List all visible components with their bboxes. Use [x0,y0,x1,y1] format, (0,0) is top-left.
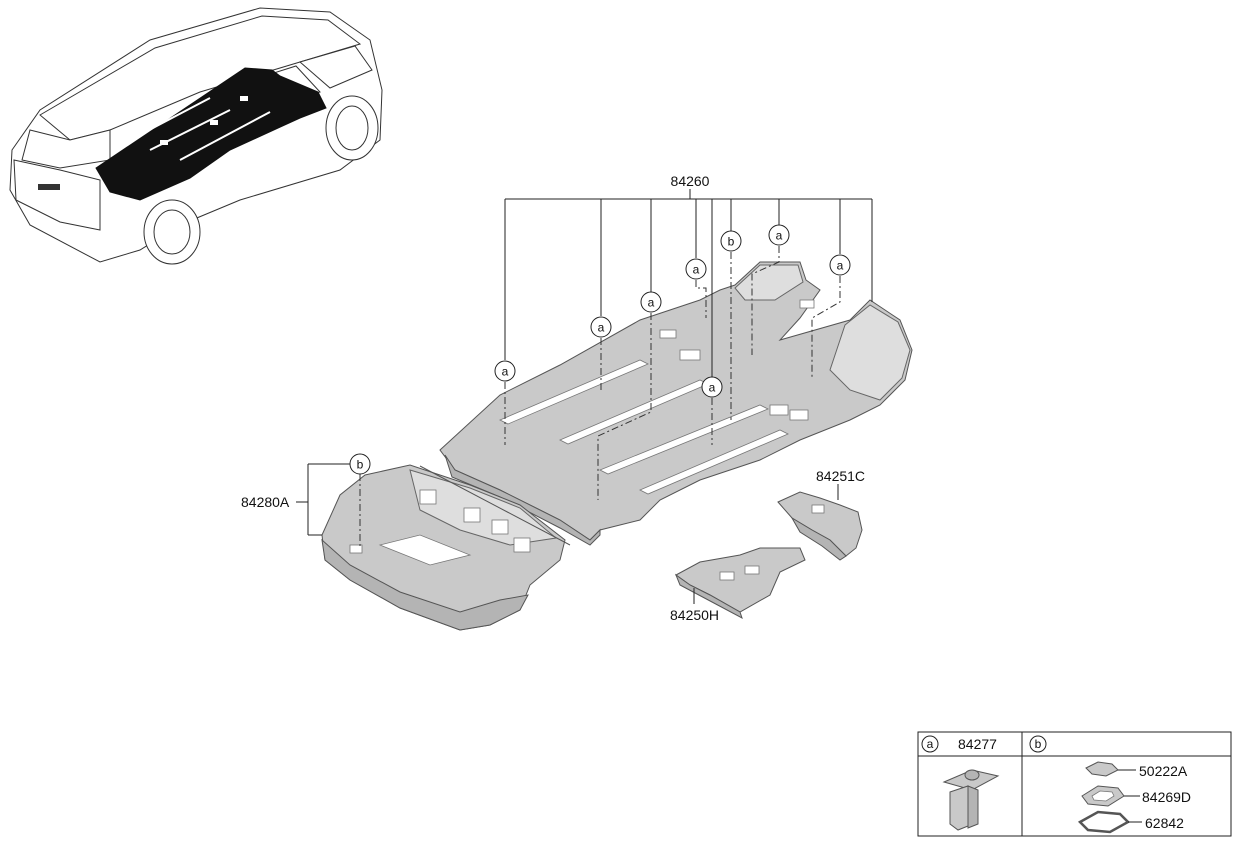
vehicle-locator-illustration [9,7,383,265]
ref-marker-b-1: b [720,230,742,252]
bracket-84251c-part [777,491,863,561]
svg-text:a: a [927,737,934,751]
svg-text:b: b [357,458,364,472]
legend-part-84277: 84277 [958,736,997,752]
ref-marker-a-2: a [590,316,612,338]
main-carpet-dash-leaders [504,246,841,500]
clip-84277-drawing [942,769,1000,831]
ref-marker-a-4: a [685,258,707,280]
legend-header-b: b [1029,735,1047,753]
svg-text:a: a [837,259,844,273]
svg-text:a: a [648,296,655,310]
ref-marker-a-6: a [768,224,790,246]
ref-marker-a-7: a [829,254,851,276]
ref-marker-a-3: a [640,291,662,313]
svg-text:a: a [776,229,783,243]
svg-text:b: b [728,235,735,249]
svg-text:a: a [693,263,700,277]
ref-marker-a-1: a [494,360,516,382]
callout-84251C: 84251C [816,468,865,484]
ref-marker-b-2: b [349,453,371,475]
legend-part-62842: 62842 [1145,815,1184,831]
callout-84250H: 84250H [670,607,719,623]
svg-text:a: a [598,321,605,335]
legend-header-a: a [921,735,939,753]
svg-text:b: b [1035,737,1042,751]
ring-84269d-drawing [1081,785,1125,807]
legend-table: a 84277 b 50222A 84269D 6 [917,731,1232,837]
svg-text:a: a [709,381,716,395]
legend-part-84269D: 84269D [1142,789,1191,805]
rear-floor-carpet [321,464,571,631]
legend-part-50222A: 50222A [1139,763,1188,779]
svg-text:a: a [502,365,509,379]
main-carpet-leader-lines [504,189,873,378]
bracket-84250h-part [674,547,806,620]
main-carpet-reference-markers: a a a a a b a a [494,224,851,398]
callout-84260: 84260 [671,173,710,189]
callout-84280A: 84280A [241,494,290,510]
ref-marker-a-5: a [701,376,723,398]
rear-carpet-leader-lines [296,463,361,548]
